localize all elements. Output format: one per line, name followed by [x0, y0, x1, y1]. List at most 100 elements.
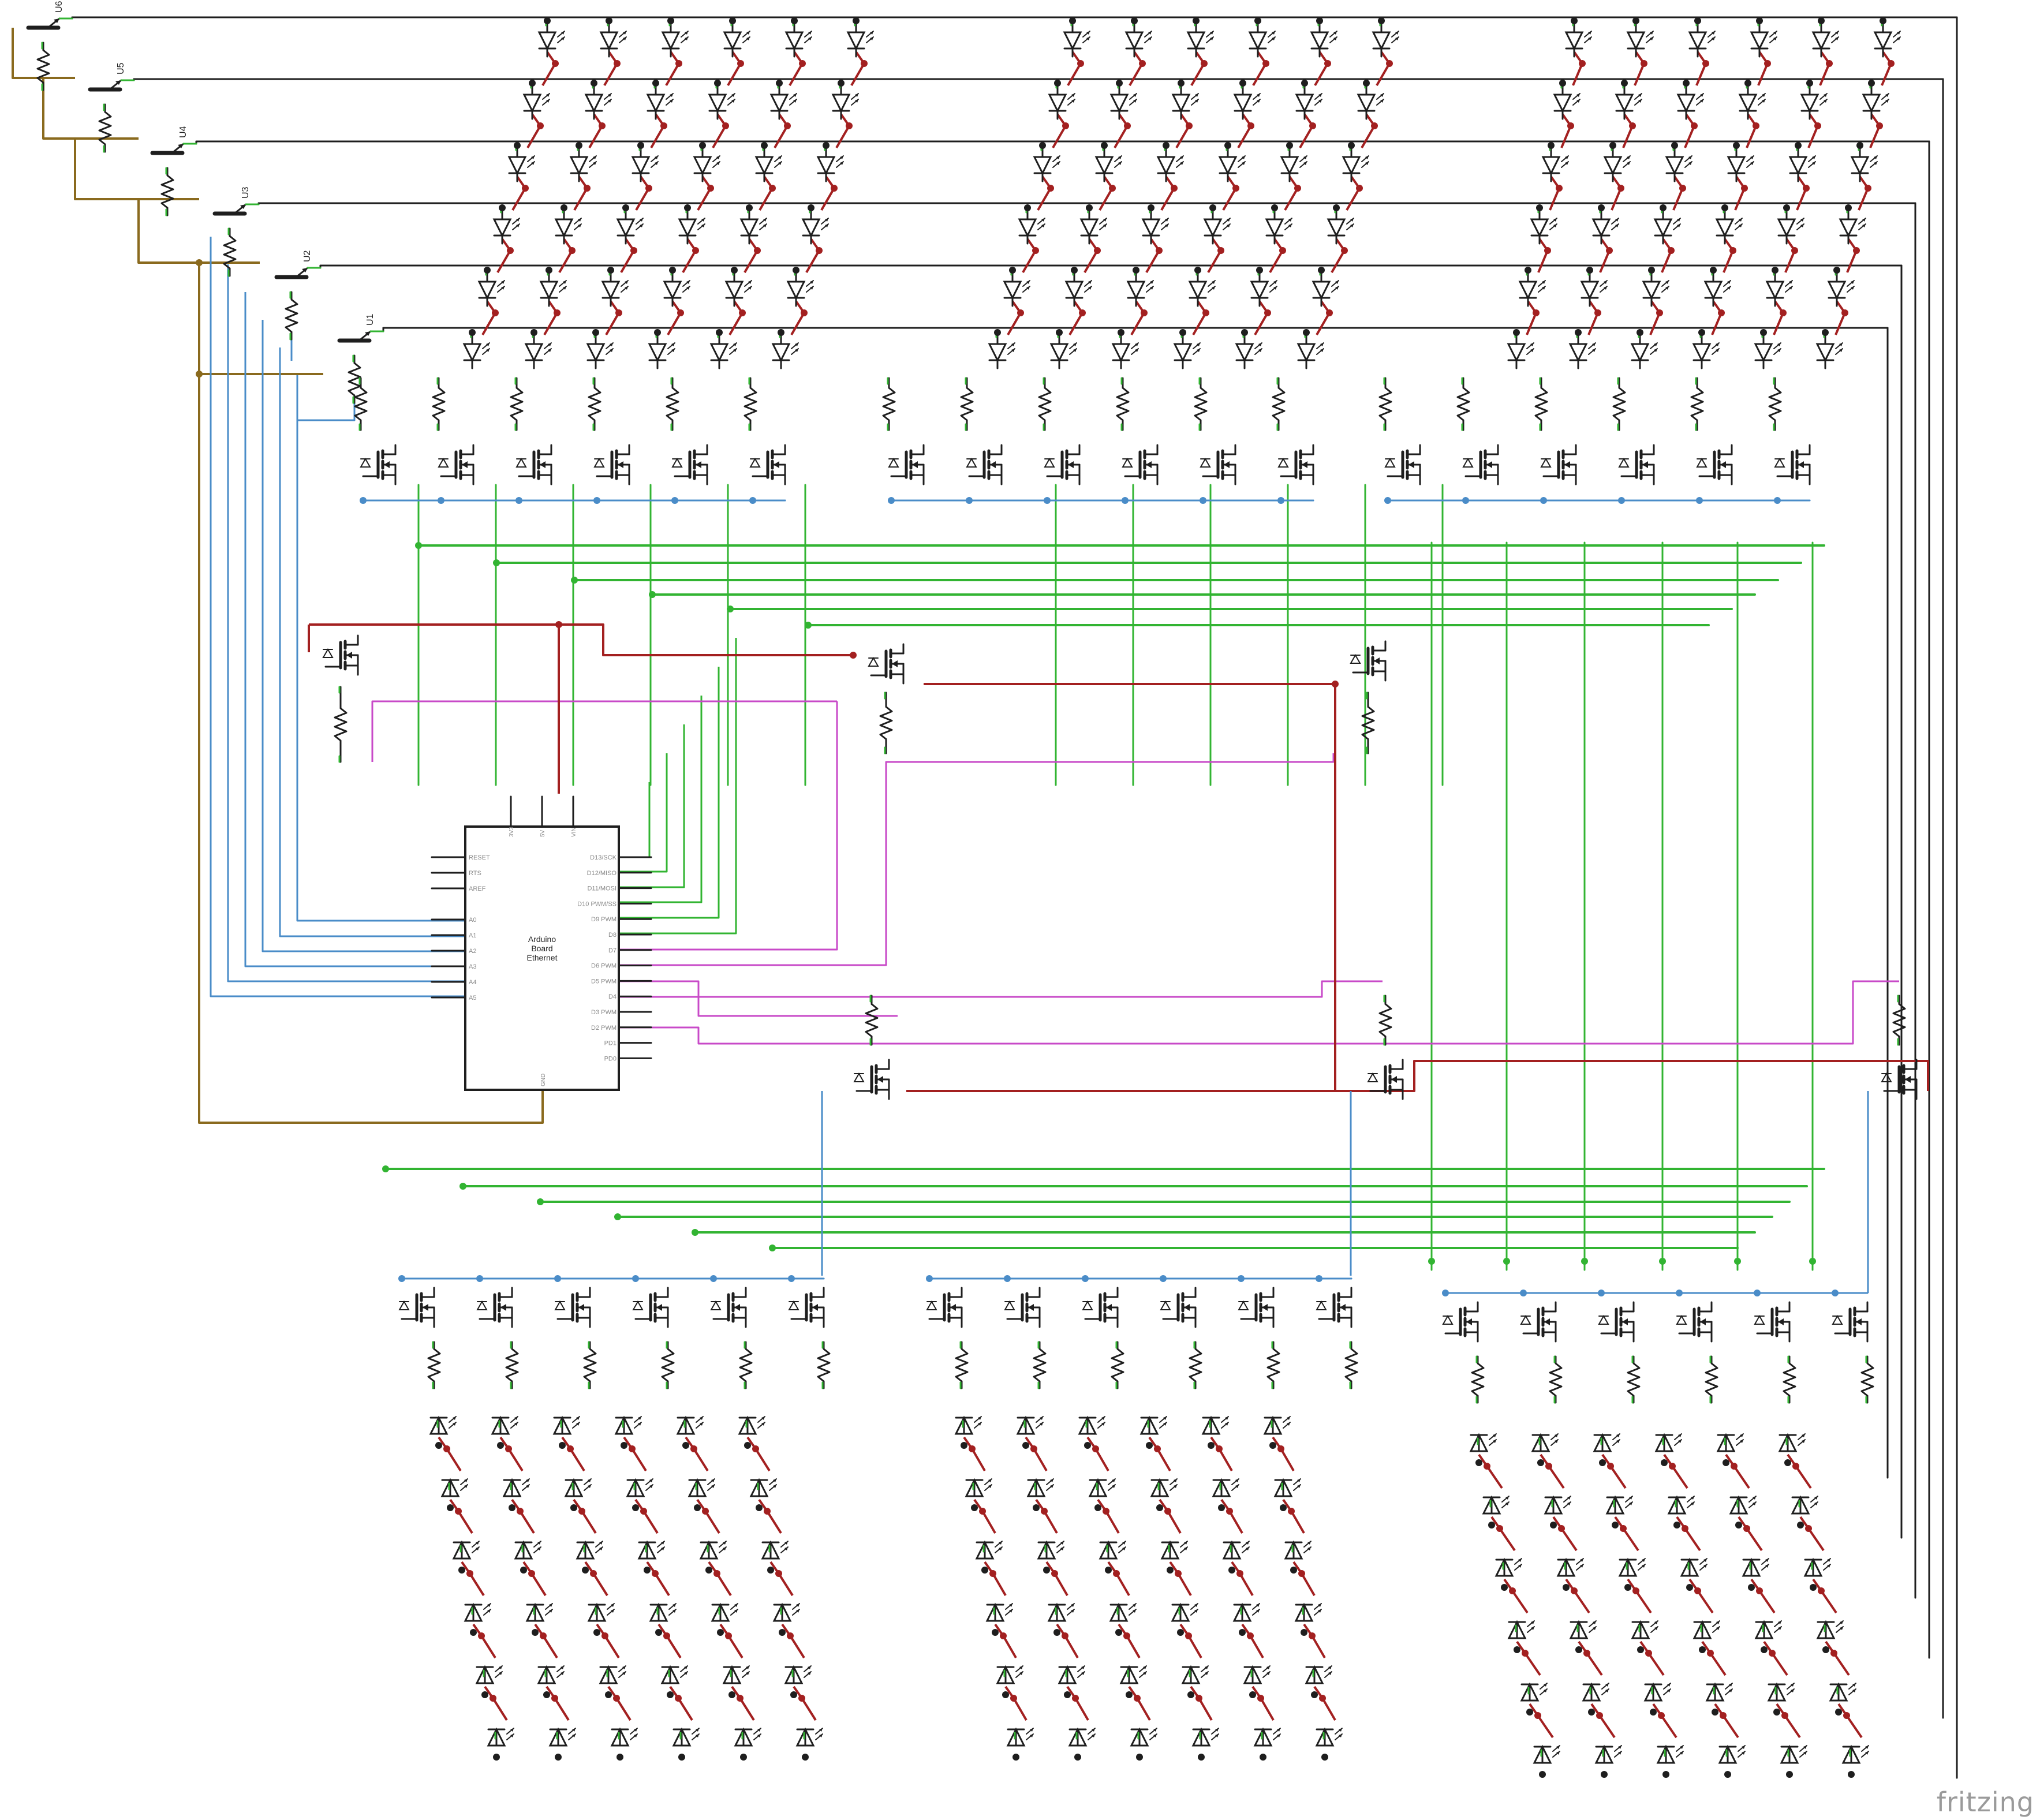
- led-arrow: [1729, 1689, 1732, 1692]
- led-arrow: [1112, 1485, 1115, 1488]
- led: [1780, 1744, 1807, 1764]
- led-arrow: [1765, 1559, 1769, 1562]
- led-arrow: [1650, 31, 1653, 35]
- junction-dot: [1668, 247, 1675, 254]
- led-arrow: [1654, 349, 1657, 352]
- resistor: [1189, 1341, 1202, 1389]
- led: [1667, 1495, 1695, 1515]
- body-diode: [888, 457, 899, 468]
- led-arrow: [701, 218, 705, 222]
- led-arrow: [1580, 1564, 1583, 1568]
- led-triangle: [1342, 156, 1361, 175]
- junction-dot: [592, 329, 599, 336]
- led: [722, 1665, 750, 1684]
- led-arrow: [1800, 224, 1804, 227]
- arduino-right-pin: PD1: [604, 1040, 617, 1047]
- wire: [588, 113, 603, 149]
- junction-dot: [1256, 267, 1263, 274]
- led-arrow: [746, 1666, 749, 1669]
- led-arrow: [1739, 224, 1742, 227]
- wire: [646, 1561, 670, 1597]
- junction-dot: [591, 80, 597, 87]
- led-arrow: [563, 281, 566, 284]
- parts-layer: [26, 17, 1918, 1778]
- transistor-label: U1: [365, 313, 375, 326]
- led: [786, 268, 814, 307]
- led-triangle: [1171, 94, 1191, 113]
- led-triangle: [1248, 31, 1268, 51]
- led-arrow: [988, 1485, 992, 1488]
- junction-dot: [1177, 1629, 1184, 1636]
- wire: [432, 387, 446, 421]
- led-arrow: [1678, 1434, 1682, 1437]
- led-arrow: [1565, 162, 1568, 165]
- junction-dot: [1041, 1508, 1048, 1515]
- junction-dot: [1641, 60, 1647, 67]
- led-arrow: [1840, 1627, 1843, 1630]
- led-triangle: [1850, 156, 1870, 175]
- led: [734, 1727, 761, 1747]
- led-arrow: [1505, 1496, 1509, 1500]
- led: [1692, 330, 1720, 369]
- led: [1295, 81, 1322, 120]
- led: [672, 1727, 700, 1747]
- led-arrow: [476, 1547, 479, 1550]
- led: [616, 205, 644, 245]
- arduino-left-pin: RESET: [469, 854, 490, 861]
- body-diode: [788, 1300, 799, 1310]
- led-arrow: [1103, 224, 1107, 227]
- led-arrow: [978, 1417, 981, 1420]
- led-arrow: [1256, 1604, 1260, 1607]
- junction-dot: [1333, 204, 1340, 211]
- led: [761, 1540, 789, 1560]
- led-triangle: [739, 218, 759, 238]
- resistor: [1344, 1341, 1358, 1389]
- led: [1729, 1495, 1757, 1515]
- mosfet: [1384, 444, 1421, 485]
- junction-dot: [1583, 1650, 1590, 1657]
- junction-dot: [660, 122, 667, 129]
- resistor: [285, 291, 298, 341]
- wire: [1690, 387, 1704, 421]
- body-diode: [438, 457, 449, 468]
- arduino-right-pin: D9 PWM: [591, 916, 617, 923]
- resistor: [1705, 1355, 1718, 1404]
- led-arrow: [700, 1417, 703, 1420]
- body-diode: [1384, 457, 1396, 468]
- wire: [98, 111, 112, 145]
- wire: [1590, 1703, 1616, 1739]
- led-arrow: [1592, 343, 1596, 346]
- junction-dot: [1131, 17, 1138, 24]
- junction-dot: [969, 1445, 976, 1452]
- led-arrow: [808, 37, 812, 40]
- led-arrow: [1739, 218, 1742, 222]
- body-diode: [853, 1072, 865, 1082]
- led-arrow: [1544, 1689, 1547, 1692]
- led-arrow: [1246, 1541, 1249, 1545]
- led: [1568, 330, 1596, 369]
- led: [1815, 330, 1843, 369]
- led: [1569, 1620, 1597, 1639]
- led-triangle: [784, 31, 804, 51]
- junction-dot: [808, 204, 814, 211]
- led-arrow: [1174, 1485, 1177, 1488]
- wire: [1130, 300, 1145, 336]
- wire: [1111, 1348, 1124, 1382]
- junction-dot: [1280, 1504, 1287, 1511]
- wire: [635, 175, 650, 211]
- junction-dot: [1673, 1522, 1680, 1528]
- mosfet-arrow: [384, 461, 390, 468]
- wire: [1175, 113, 1190, 149]
- led-arrow: [696, 1728, 699, 1732]
- junction-dot: [756, 1504, 763, 1511]
- junction-dot: [1224, 142, 1231, 149]
- led: [1750, 18, 1777, 58]
- led-triangle: [708, 94, 727, 113]
- led: [1171, 81, 1199, 120]
- led-arrow: [1258, 349, 1262, 352]
- led-arrow: [1814, 1502, 1818, 1505]
- mosfet: [1696, 444, 1733, 485]
- resistor: [1361, 692, 1375, 754]
- wire: [1272, 387, 1286, 421]
